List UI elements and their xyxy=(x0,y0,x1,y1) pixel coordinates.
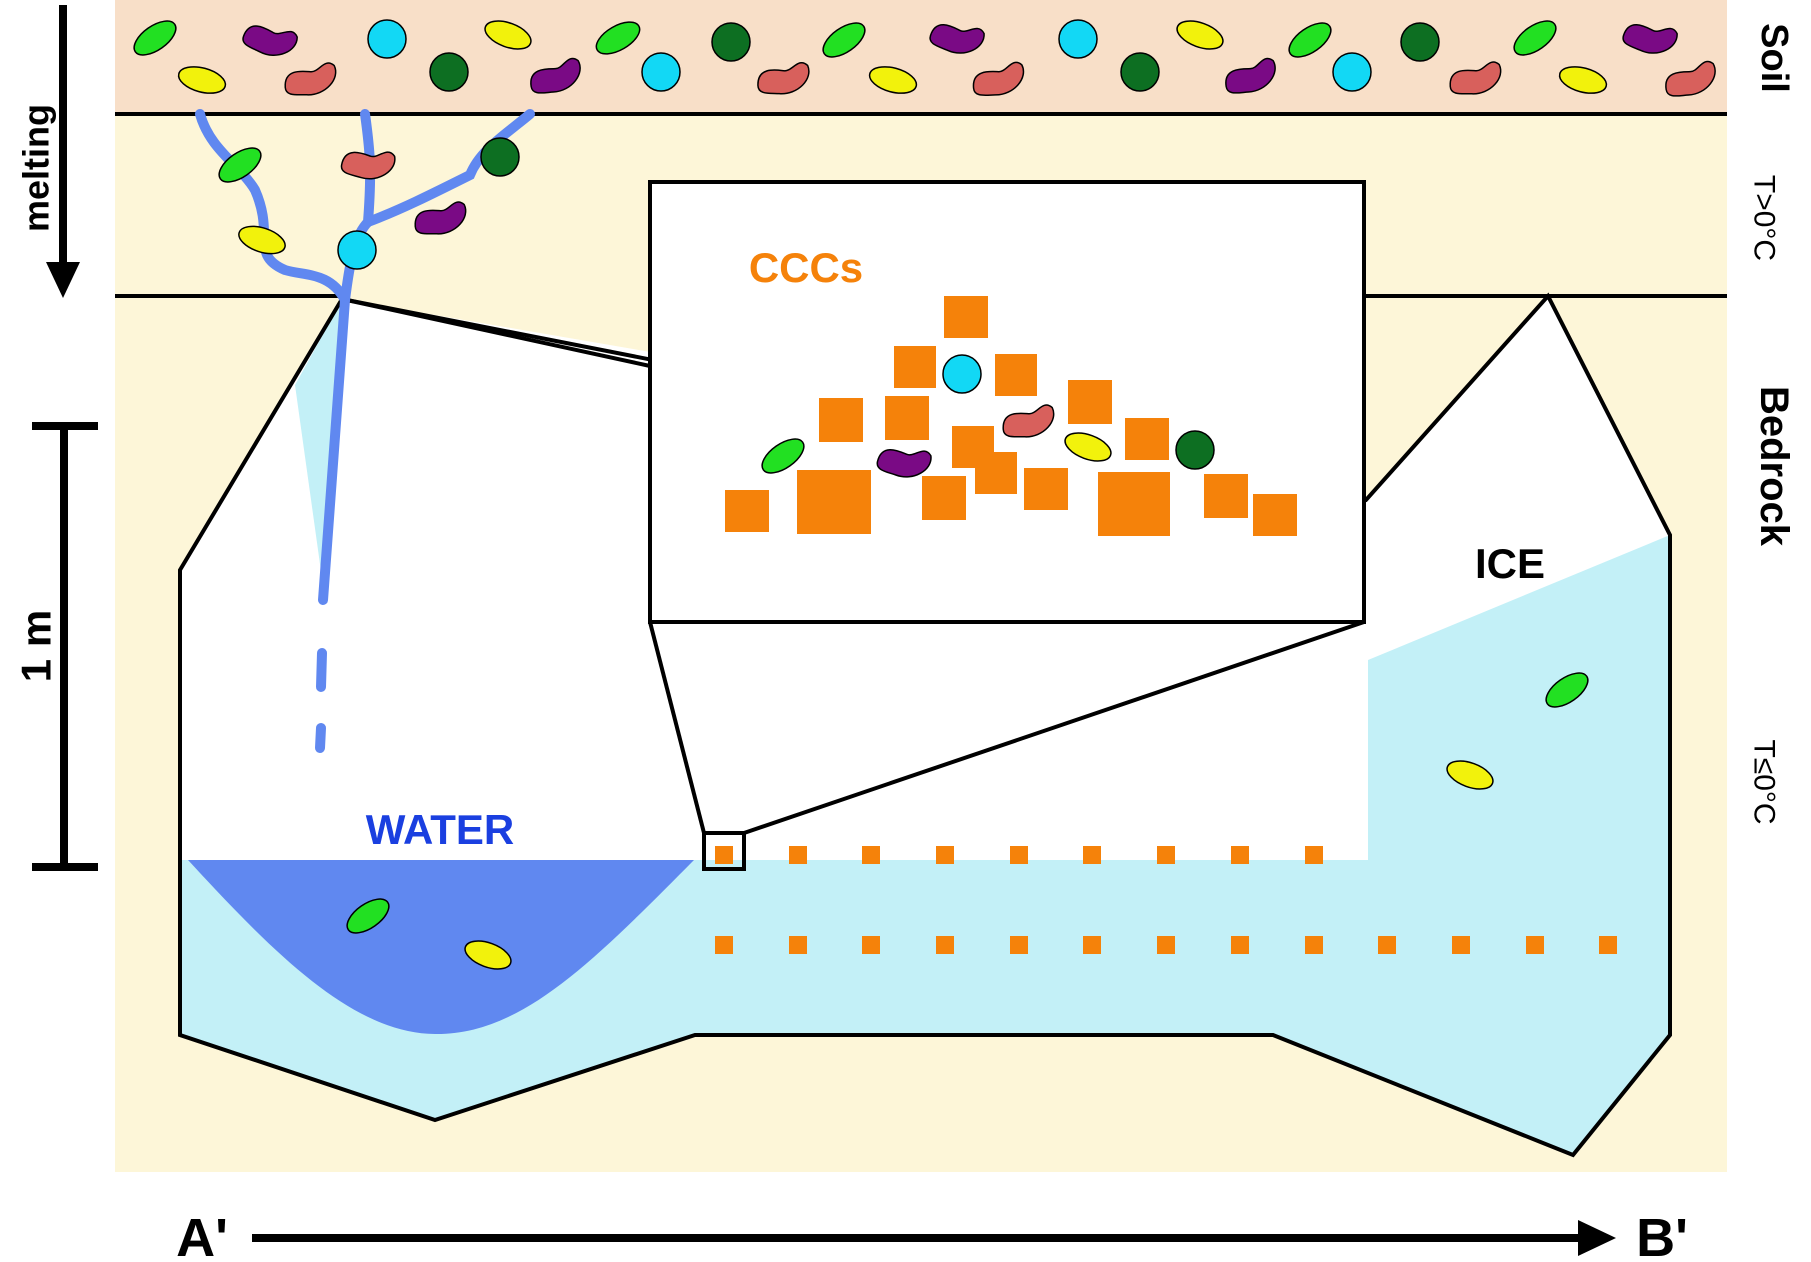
label-section-end: B' xyxy=(1636,1208,1688,1262)
label-temp-cold: T≤0°C xyxy=(1748,739,1781,824)
scale-bar-icon xyxy=(32,422,98,871)
right-arrow-icon xyxy=(252,1220,1616,1256)
label-temp-warm: T>0°C xyxy=(1748,175,1781,261)
cave-upper-wall xyxy=(341,297,651,368)
zoom-inset xyxy=(648,180,1366,624)
ccc-layer-lower xyxy=(715,936,1617,954)
label-bedrock: Bedrock xyxy=(1752,386,1796,547)
ccc-crystals xyxy=(725,296,1297,536)
zoom-source-box xyxy=(702,831,746,871)
drip-dashes xyxy=(315,648,327,753)
soil-layer xyxy=(115,0,1727,114)
label-section-start: A' xyxy=(176,1208,228,1262)
label-ice: ICE xyxy=(1475,540,1545,587)
zoom-connector-right xyxy=(743,620,1365,835)
ice-body xyxy=(180,535,1670,1155)
label-soil: Soil xyxy=(1753,23,1795,93)
down-arrow-icon xyxy=(46,5,80,298)
label-scale: 1 m xyxy=(13,610,60,682)
label-melting: melting xyxy=(16,104,57,232)
label-ccc: CCCs xyxy=(749,244,863,291)
cave-outline xyxy=(178,292,1672,1158)
water-pool xyxy=(188,860,694,1035)
ice-cone xyxy=(295,300,342,600)
ccc-layer-upper xyxy=(715,846,1323,864)
zoom-connector-left xyxy=(648,621,706,834)
label-water: WATER xyxy=(366,806,515,853)
